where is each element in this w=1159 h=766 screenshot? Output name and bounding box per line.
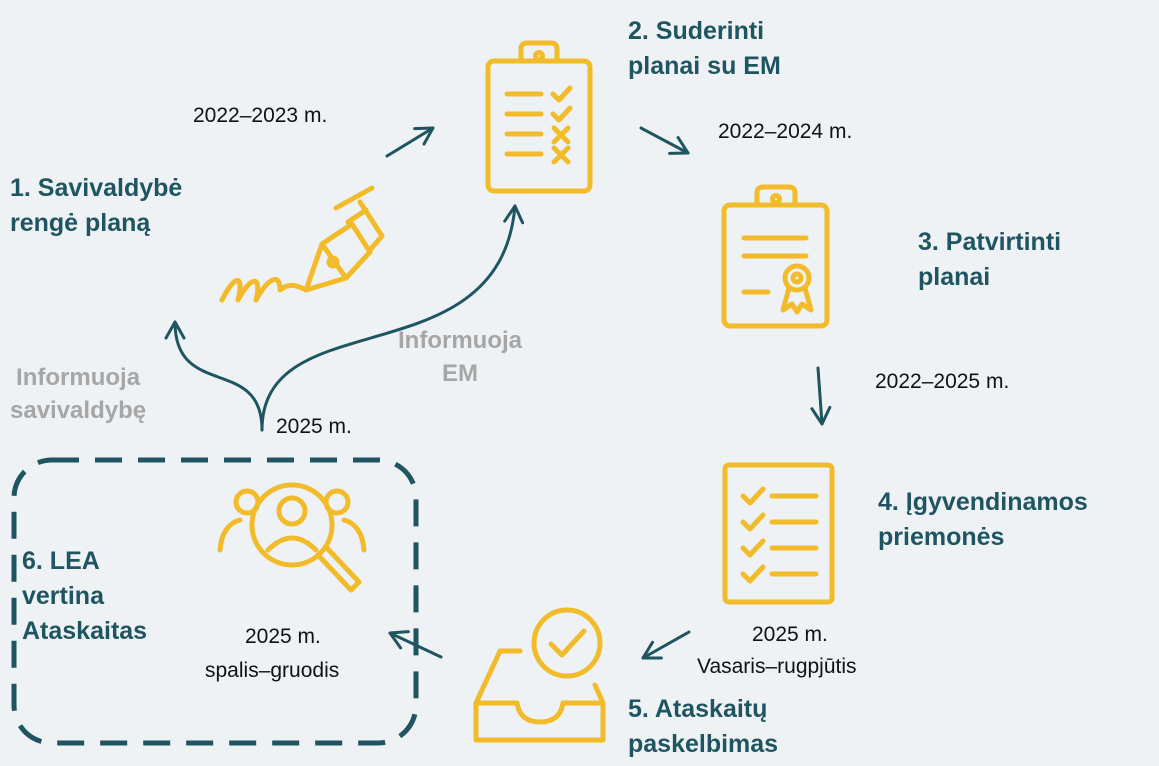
arrow-step5-to-step6 (388, 630, 443, 659)
step6-label-line2: vertina (22, 582, 104, 610)
arrow-step4-to-step5 (641, 630, 691, 660)
inbox-tray-check-icon (473, 607, 606, 743)
checklist-document-icon (722, 462, 835, 605)
inform-ministry-label: Informuoja EM (398, 324, 522, 390)
step3-label-line2: planai (918, 263, 991, 291)
step6-dashed-frame (11, 457, 419, 746)
inform-ministry-line2: EM (442, 360, 478, 387)
step2-label: 2. Suderinti planai su EM (628, 14, 781, 84)
inform-municipality-line2: savivaldybę (10, 397, 147, 424)
inform-municipality-label: Informuoja savivaldybę (10, 361, 146, 427)
step2-label-line1: 2. Suderinti (628, 17, 765, 45)
period-step3: 2022–2025 m. (875, 370, 1010, 393)
step3-label-line1: 3. Patvirtinti (918, 228, 1062, 256)
step4-label-line2: priemonės (878, 523, 1005, 551)
period-step4-year: 2025 m. (752, 623, 828, 646)
arrow-step1-to-step2 (385, 126, 435, 158)
inform-ministry-line1: Informuoja (398, 327, 522, 354)
step5-label-line1: 5. Ataskaitų (628, 695, 768, 723)
period-step5-months: spalis–gruodis (205, 659, 340, 682)
step6-label: 6. LEA vertina Ataskaitas (22, 544, 147, 649)
step3-label: 3. Patvirtinti planai (918, 225, 1061, 295)
step1-label-line2: rengė planą (10, 209, 151, 237)
step6-label-line1: 6. LEA (22, 547, 100, 575)
clipboard-checklist-icon (485, 40, 593, 194)
period-inform: 2025 m. (276, 415, 352, 438)
clipboard-certificate-icon (721, 184, 830, 329)
step6-label-line3: Ataskaitas (22, 617, 148, 645)
arrow-step3-to-step4 (810, 366, 832, 426)
inform-municipality-line1: Informuoja (16, 364, 141, 391)
step4-label: 4. Įgyvendinamos priemonės (878, 485, 1088, 555)
period-step1: 2022–2023 m. (193, 104, 328, 127)
step1-label: 1. Savivaldybė rengė planą (10, 171, 182, 241)
step2-label-line2: planai su EM (628, 52, 781, 80)
period-step4-months: Vasaris–rugpjūtis (697, 655, 857, 678)
step5-label-line2: paskelbimas (628, 730, 779, 758)
step1-label-line1: 1. Savivaldybė (10, 174, 183, 202)
step4-label-line1: 4. Įgyvendinamos (878, 488, 1088, 516)
team-search-icon (217, 482, 367, 593)
fountain-pen-signature-icon (219, 185, 385, 303)
arrow-inform-ministry (260, 204, 525, 432)
period-step5-year: 2025 m. (245, 625, 321, 648)
arrow-step2-to-step3 (639, 126, 690, 155)
period-step2: 2022–2024 m. (718, 120, 853, 143)
step5-label: 5. Ataskaitų paskelbimas (628, 692, 778, 762)
arrow-inform-municipality (164, 320, 264, 432)
